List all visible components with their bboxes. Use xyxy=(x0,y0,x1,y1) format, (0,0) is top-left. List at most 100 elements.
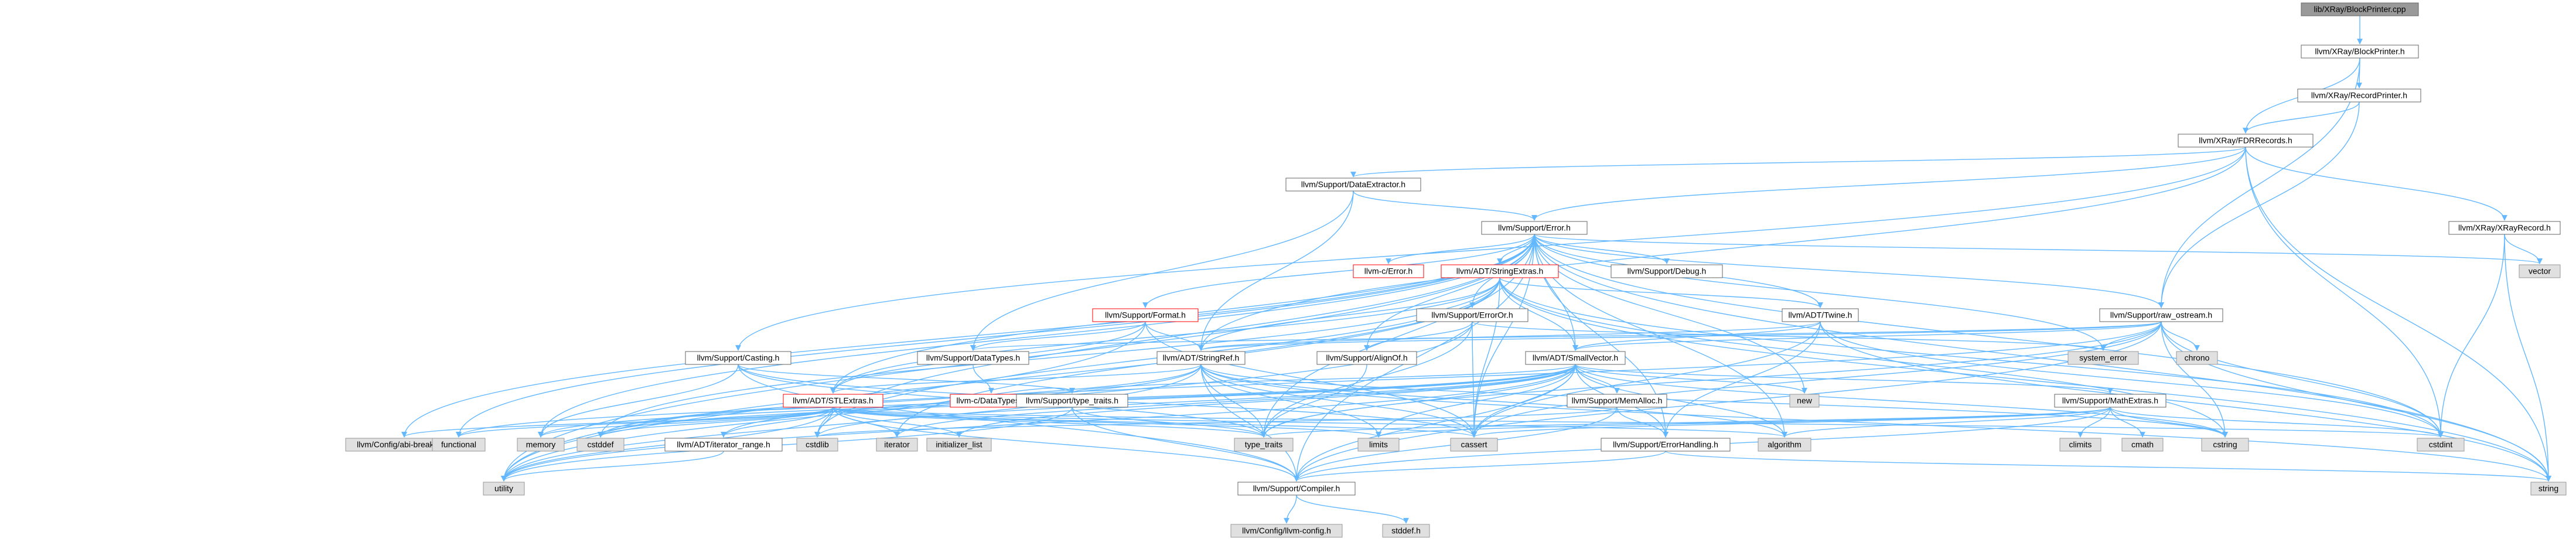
node-system-error: system_error xyxy=(2067,351,2139,365)
edge-xrayrecord_h-to-string xyxy=(2504,234,2551,482)
node-label: llvm/Support/MemAlloc.h xyxy=(1572,396,1663,405)
edge-erroror_h-to-type_traits xyxy=(1261,321,1473,438)
edge-recordprinter_h-to-raw_ostream_h xyxy=(2158,101,2360,308)
node-datatypes-h[interactable]: llvm/Support/DataTypes.h xyxy=(917,351,1029,365)
node-box xyxy=(926,438,992,452)
node-label: type_traits xyxy=(1245,440,1283,449)
edge-erroror_h-to-alignof_h xyxy=(1364,321,1473,351)
node-alignof-h[interactable]: llvm/Support/AlignOf.h xyxy=(1316,351,1417,365)
node-stddef-h: stddef.h xyxy=(1382,524,1430,538)
edge-smallvector_h-to-new xyxy=(1575,364,1807,394)
node-label: llvm/XRay/XRayRecord.h xyxy=(2458,223,2551,233)
edge-stlextras_h-to-cassert xyxy=(832,407,1477,438)
node-stlextras-h[interactable]: llvm/ADT/STLExtras.h xyxy=(783,394,883,408)
node-box xyxy=(2297,88,2421,103)
node-label: vector xyxy=(2529,267,2551,276)
edge-dataextractor_h-to-error_h xyxy=(1353,190,1537,221)
node-label: llvm/Config/llvm-config.h xyxy=(1242,526,1331,535)
edge-fdrrecords_h-to-stringref_h xyxy=(1198,146,2246,351)
node-vector: vector xyxy=(2519,264,2561,278)
node-label: llvm/Support/Format.h xyxy=(1105,311,1186,320)
node-box xyxy=(1316,351,1417,365)
edge-raw_ostream_h-to-cstddef xyxy=(598,321,2162,438)
node-xrayrecord-h[interactable]: llvm/XRay/XRayRecord.h xyxy=(2448,221,2561,235)
edge-smallvector_h-to-iterator xyxy=(894,364,1576,438)
node-mathextras-h[interactable]: llvm/Support/MathExtras.h xyxy=(2054,394,2166,408)
edge-stringextras_h-to-cstring xyxy=(1499,277,2228,438)
node-error-h[interactable]: llvm/Support/Error.h xyxy=(1481,221,1588,235)
edge-memalloc_h-to-cstdlib xyxy=(814,407,1618,438)
node-label: llvm/ADT/iterator_range.h xyxy=(677,440,770,449)
edge-stlextras_h-to-algorithm xyxy=(832,407,1787,438)
node-raw-ostream-h[interactable]: llvm/Support/raw_ostream.h xyxy=(2099,308,2223,322)
node-label: llvm/XRay/FDRRecords.h xyxy=(2199,136,2292,145)
edge-dataextractor_h-to-stringref_h xyxy=(1198,190,1354,351)
node-algorithm: algorithm xyxy=(1758,438,1811,452)
node-box xyxy=(1156,351,1246,365)
node-casting-h[interactable]: llvm/Support/Casting.h xyxy=(685,351,791,365)
node-box xyxy=(2059,438,2101,452)
node-debug-h[interactable]: llvm/Support/Debug.h xyxy=(1611,264,1723,278)
node-label: system_error xyxy=(2079,353,2127,363)
node-chrono: chrono xyxy=(2176,351,2218,365)
node-box xyxy=(1441,264,1559,278)
node-box xyxy=(2201,438,2249,452)
node-smallvector-h[interactable]: llvm/ADT/SmallVector.h xyxy=(1525,351,1626,365)
node-box xyxy=(1450,438,1498,452)
edge-stringref_h-to-utility xyxy=(501,364,1202,482)
node-label: llvm/ADT/Twine.h xyxy=(1789,311,1852,320)
node-label: llvm/Support/MathExtras.h xyxy=(2062,396,2158,405)
node-recordprinter-h[interactable]: llvm/XRay/RecordPrinter.h xyxy=(2297,88,2421,103)
node-iterator-range-h[interactable]: llvm/ADT/iterator_range.h xyxy=(664,438,783,452)
edge-mathextras_h-to-cassert xyxy=(1471,407,2111,438)
node-cassert: cassert xyxy=(1450,438,1498,452)
node-box xyxy=(1230,524,1343,538)
node-memalloc-h[interactable]: llvm/Support/MemAlloc.h xyxy=(1567,394,1667,408)
edge-error_h-to-cstdint xyxy=(1534,234,2444,438)
node-cstdint: cstdint xyxy=(2417,438,2465,452)
edge-stringref_h-to-string xyxy=(1200,364,2551,482)
edge-erroror_h-to-cassert xyxy=(1471,321,1477,438)
edge-stringextras_h-to-stlextras_h xyxy=(830,277,1500,394)
node-box xyxy=(2417,438,2465,452)
edge-smallvector_h-to-mathextras_h xyxy=(1575,364,2113,394)
node-label: memory xyxy=(526,440,556,449)
node-erroror-h[interactable]: llvm/Support/ErrorOr.h xyxy=(1416,308,1528,322)
node-label: functional xyxy=(441,440,476,449)
node-limits: limits xyxy=(1357,438,1400,452)
node-format-h[interactable]: llvm/Support/Format.h xyxy=(1092,308,1199,322)
edge-stringextras_h-to-stringref_h xyxy=(1198,277,1500,351)
node-label: llvm/Support/Error.h xyxy=(1498,223,1571,233)
node-twine-h[interactable]: llvm/ADT/Twine.h xyxy=(1782,308,1859,322)
node-label: llvm/Support/Casting.h xyxy=(697,353,780,363)
node-compiler-h[interactable]: llvm/Support/Compiler.h xyxy=(1237,482,1356,496)
node-stringref-h[interactable]: llvm/ADT/StringRef.h xyxy=(1156,351,1246,365)
node-box xyxy=(1016,394,1128,408)
node-box xyxy=(2301,2,2419,16)
node-label: algorithm xyxy=(1768,440,1802,449)
node-box xyxy=(2519,264,2561,278)
node-label: llvm/XRay/BlockPrinter.h xyxy=(2315,47,2404,56)
node-climits: climits xyxy=(2059,438,2101,452)
node-box xyxy=(1611,264,1723,278)
node-dataextractor-h[interactable]: llvm/Support/DataExtractor.h xyxy=(1285,178,1421,192)
node-c-error-h[interactable]: llvm-c/Error.h xyxy=(1353,264,1424,278)
edge-fdrrecords_h-to-casting_h xyxy=(735,146,2246,351)
edge-dataextractor_h-to-datatypes_h xyxy=(970,190,1354,351)
edge-error_h-to-new xyxy=(1534,234,1807,394)
node-blockprinter-h[interactable]: llvm/XRay/BlockPrinter.h xyxy=(2301,45,2419,59)
edge-casting_h-to-compiler_h xyxy=(738,364,1299,482)
edge-type_traits_llvm_h-to-compiler_h xyxy=(1072,407,1299,482)
node-errorhandling-h[interactable]: llvm/Support/ErrorHandling.h xyxy=(1601,438,1731,452)
node-box xyxy=(1789,394,1820,408)
node-label: llvm/Support/Compiler.h xyxy=(1253,484,1340,493)
edge-error_h-to-stringextras_h xyxy=(1497,234,1535,264)
node-type-traits-llvm-h[interactable]: llvm/Support/type_traits.h xyxy=(1016,394,1128,408)
edge-fdrrecords_h-to-string xyxy=(2245,146,2551,482)
node-label: cmath xyxy=(2131,440,2154,449)
edge-xrayrecord_h-to-vector xyxy=(2504,234,2543,264)
node-memory: memory xyxy=(517,438,565,452)
node-fdrrecords-h[interactable]: llvm/XRay/FDRRecords.h xyxy=(2178,134,2314,148)
node-stringextras-h[interactable]: llvm/ADT/StringExtras.h xyxy=(1441,264,1559,278)
